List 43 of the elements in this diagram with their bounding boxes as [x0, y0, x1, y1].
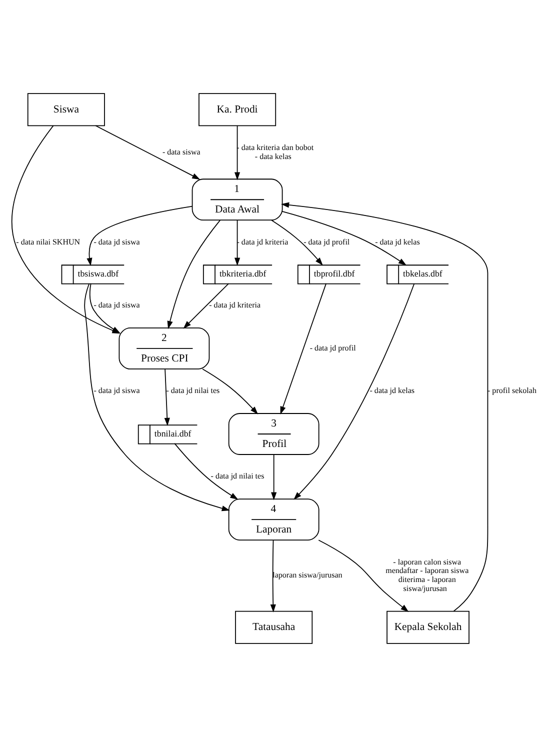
edge-label: - data jd profil	[304, 237, 350, 246]
edge-label: - data jd nilai tes	[210, 472, 264, 481]
edge-label: - data jd siswa	[94, 300, 140, 310]
arrow	[164, 368, 170, 426]
edge-label: - data jd siswa	[94, 386, 140, 396]
edge-label: - data jd profil	[310, 343, 356, 352]
arrow	[281, 202, 488, 612]
edge-label: - data jd nilai tes	[166, 386, 220, 396]
arrow	[95, 125, 200, 180]
node-box: Siswa	[27, 93, 105, 126]
arrow	[280, 282, 327, 415]
node-box: Kepala Sekolah	[386, 610, 470, 644]
edge-label: - data kriteria dan bobot - data kelas	[236, 142, 314, 161]
edge-label: - data siswa	[162, 147, 200, 156]
node-box: 4 Laporan	[228, 498, 320, 540]
edge-label: - data jd kelas	[370, 386, 415, 396]
arrow	[318, 540, 409, 612]
arrow	[167, 220, 221, 330]
arrow	[234, 125, 240, 180]
node-box: 2 Proses CPI	[118, 328, 210, 370]
arrow	[294, 283, 415, 500]
edge-label: - data jd siswa	[94, 237, 140, 246]
edge-label: - data jd kriteria	[236, 237, 288, 246]
node-box: Ka. Prodi	[198, 93, 276, 126]
arrow	[234, 220, 240, 266]
arrow	[271, 220, 323, 266]
arrow	[86, 206, 193, 266]
node-box: 3 Profil	[228, 413, 320, 455]
arrow	[282, 211, 406, 266]
edge-label: laporan siswa/jurusan	[272, 570, 342, 580]
arrow	[84, 283, 230, 512]
edge-label: - data nilai SKHUN	[16, 237, 80, 246]
edge-label: - data jd kelas	[375, 237, 420, 246]
edge-label: - laporan calon siswa mendaftar - laporan siswa diterima - laporan siswa/jurusan	[386, 557, 469, 594]
node-box: Tatausaha	[235, 610, 313, 644]
arrow	[183, 283, 230, 329]
edge-label: - profil sekolah	[488, 386, 537, 396]
arrow	[174, 442, 238, 500]
edge-label: - data jd kriteria	[209, 300, 261, 310]
node-box: 1 Data Awal	[192, 178, 283, 221]
arrow	[202, 368, 258, 414]
arrow	[271, 454, 277, 500]
arrow	[270, 540, 276, 612]
